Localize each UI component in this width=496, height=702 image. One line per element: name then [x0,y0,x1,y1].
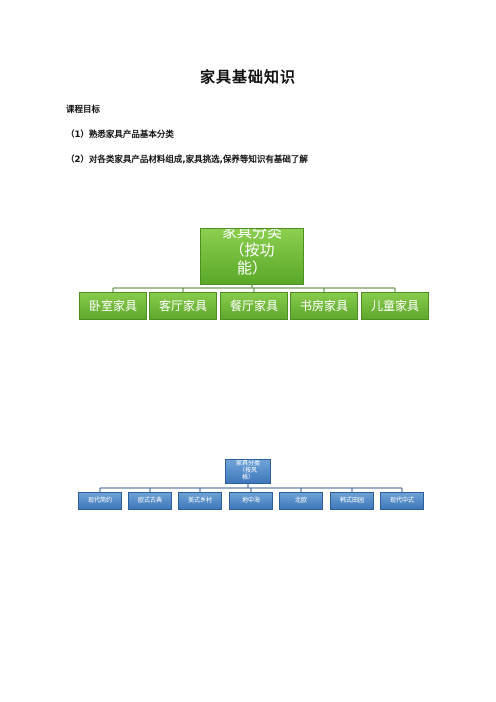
diagram-style-root: 家具分类 （按风 格） [225,459,271,484]
diagram-function-root: 家具分类 （按功 能） [200,228,304,285]
goal-item-1: （1）熟悉家具产品基本分类 [66,130,174,140]
page-title: 家具基础知识 [199,68,296,86]
diagram-style-node: 现代中式 [380,492,424,510]
diagram-function-node: 卧室家具 [79,292,147,320]
diagram-style-node: 欧式古典 [128,492,172,510]
diagram-style-node: 美式乡村 [178,492,222,510]
diagram-function-node: 儿童家具 [361,292,429,320]
goal-item-2: （2）对各类家具产品材料组成,家具挑选,保养等知识有基础了解 [66,155,308,165]
diagram-style-node: 北欧 [279,492,323,510]
diagram-function-node: 书房家具 [290,292,358,320]
diagram-style-node: 现代简约 [78,492,122,510]
section-heading: 课程目标 [66,105,101,115]
diagram-function-node: 餐厅家具 [220,292,288,320]
diagram-function-node: 客厅家具 [149,292,217,320]
diagram-style-node: 韩式田园 [330,492,374,510]
diagram-style-node: 地中海 [229,492,273,510]
